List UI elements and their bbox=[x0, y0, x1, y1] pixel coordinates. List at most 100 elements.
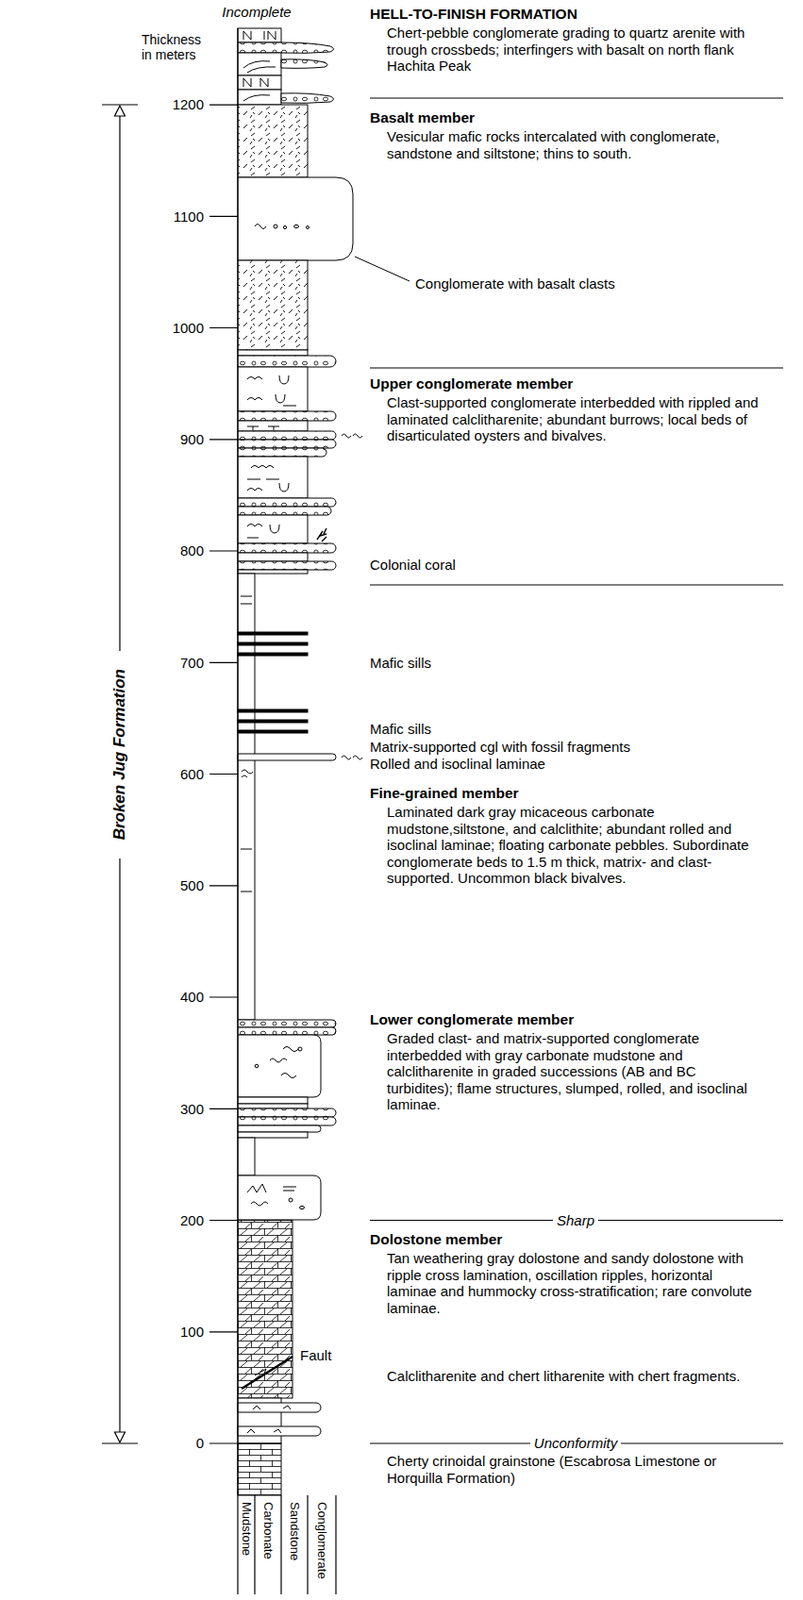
unit-heading: Lower conglomerate member bbox=[369, 1011, 574, 1029]
column-graphic bbox=[237, 709, 308, 713]
lithology-label: Conglomerate bbox=[315, 1502, 329, 1580]
unit-heading: Dolostone member bbox=[369, 1231, 502, 1249]
column-graphic bbox=[237, 543, 336, 553]
annotation: Colonial coral bbox=[369, 556, 456, 574]
scale-number: 600 bbox=[180, 766, 204, 784]
column-graphic bbox=[247, 1429, 282, 1434]
column-graphic bbox=[237, 506, 332, 516]
axis-title: Thickness in meters bbox=[141, 32, 210, 63]
scale-number: 1200 bbox=[172, 96, 204, 114]
formation-bracket bbox=[101, 104, 138, 1444]
column-graphic bbox=[237, 439, 336, 449]
column-graphic bbox=[237, 420, 308, 432]
lithology-label: Mudstone bbox=[239, 1502, 253, 1556]
column-graphic bbox=[237, 367, 308, 412]
lower-conglomerate-units bbox=[237, 1020, 336, 1221]
column-graphic bbox=[237, 1027, 336, 1036]
note-label: Incomplete bbox=[221, 3, 291, 21]
column-graphic bbox=[243, 95, 270, 101]
column-graphic bbox=[241, 1356, 293, 1389]
unit-heading: Basalt member bbox=[369, 109, 475, 127]
column-graphic bbox=[341, 434, 363, 438]
scale-number: 0 bbox=[196, 1435, 204, 1453]
column-graphic bbox=[237, 1020, 336, 1028]
column-graphic bbox=[237, 75, 282, 90]
lithology-label: Sandstone bbox=[287, 1502, 302, 1561]
column-graphic bbox=[237, 52, 282, 76]
column-graphic bbox=[247, 1184, 297, 1206]
column-graphic bbox=[237, 1104, 308, 1109]
section-dividers bbox=[354, 98, 784, 1444]
contact-label: Sharp bbox=[552, 1212, 599, 1230]
column-graphic bbox=[269, 1047, 299, 1079]
basalt-member-units bbox=[237, 104, 353, 356]
column-graphic bbox=[237, 448, 327, 457]
column-graphic bbox=[237, 719, 308, 723]
column-graphic bbox=[237, 355, 336, 368]
column-graphic bbox=[247, 466, 289, 493]
scale-ticks bbox=[209, 104, 238, 1444]
column-graphic bbox=[237, 561, 336, 570]
scale-number: 1000 bbox=[172, 319, 204, 337]
scale-number: 1100 bbox=[173, 208, 204, 226]
column-graphic bbox=[237, 411, 336, 421]
column-graphic bbox=[237, 1125, 321, 1133]
column-graphic bbox=[247, 524, 280, 539]
column-graphic bbox=[252, 1405, 291, 1410]
upper-conglomerate-units bbox=[237, 355, 363, 574]
column-graphic bbox=[237, 1221, 293, 1400]
column-graphic bbox=[237, 1426, 321, 1437]
column-graphic bbox=[237, 1108, 336, 1118]
column-graphic bbox=[354, 256, 410, 282]
column-graphic bbox=[237, 456, 308, 499]
annotation: Conglomerate with basalt clasts bbox=[415, 275, 616, 293]
scale-number: 900 bbox=[180, 431, 204, 449]
column-graphic bbox=[237, 1035, 321, 1098]
column-graphic bbox=[283, 225, 286, 229]
hell-to-finish-units bbox=[237, 28, 335, 105]
column-graphic bbox=[237, 1117, 336, 1126]
column-graphic bbox=[237, 730, 308, 734]
annotation: Rolled and isoclinal laminae bbox=[369, 755, 546, 773]
column-graphic bbox=[237, 1132, 308, 1138]
column-graphic bbox=[237, 573, 255, 1021]
column-graphic bbox=[237, 652, 308, 656]
column-graphic bbox=[237, 42, 335, 53]
scale-number: 400 bbox=[180, 988, 204, 1006]
unit-description: Vesicular mafic rocks intercalated with … bbox=[386, 128, 765, 162]
unit-description: Clast-supported conglomerate interbedded… bbox=[386, 394, 765, 445]
column-graphic bbox=[247, 426, 280, 431]
column-graphic bbox=[306, 226, 310, 230]
column-graphic bbox=[237, 1443, 282, 1496]
unit-description: Tan weathering gray dolostone and sandy … bbox=[386, 1250, 765, 1317]
column-graphic bbox=[237, 753, 336, 761]
annotation: Matrix-supported cgl with fossil fragmen… bbox=[369, 738, 631, 756]
fine-grained-units bbox=[237, 573, 363, 1021]
lithology-label: Carbonate bbox=[261, 1502, 275, 1560]
column-graphic bbox=[294, 224, 300, 228]
column-graphic bbox=[237, 552, 308, 562]
scale-number: 100 bbox=[180, 1323, 204, 1341]
column-graphic bbox=[317, 528, 327, 542]
column-graphic bbox=[240, 596, 252, 892]
column-graphic bbox=[237, 1097, 308, 1105]
column-graphic bbox=[243, 78, 268, 87]
column-graphic bbox=[237, 632, 308, 636]
column-graphic bbox=[281, 59, 328, 69]
formation-name: Broken Jug Formation bbox=[111, 669, 129, 840]
column-graphic bbox=[237, 89, 282, 105]
unit-heading: Fine-grained member bbox=[369, 785, 519, 803]
column-graphic bbox=[298, 1047, 302, 1052]
column-graphic bbox=[237, 260, 308, 351]
column-graphic bbox=[281, 93, 335, 104]
unit-heading: HELL-TO-FINISH FORMATION bbox=[369, 5, 578, 23]
column-graphic bbox=[300, 1205, 305, 1209]
column-graphic bbox=[237, 104, 308, 178]
column-graphic bbox=[237, 515, 308, 544]
column-graphic bbox=[254, 1369, 267, 1376]
column-graphic bbox=[101, 104, 138, 1444]
column-graphic bbox=[237, 569, 308, 574]
column-graphic bbox=[243, 31, 276, 40]
column-graphic bbox=[241, 769, 253, 778]
column-graphic bbox=[237, 177, 353, 261]
